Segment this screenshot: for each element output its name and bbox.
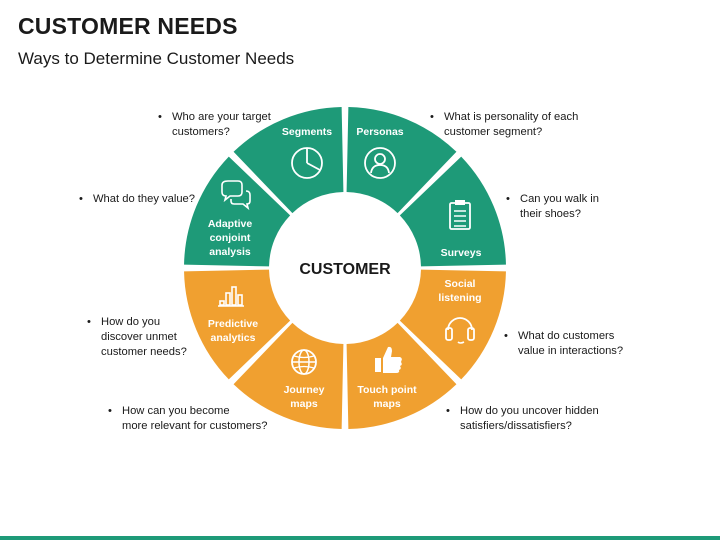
note-adaptive: • What do they value? bbox=[79, 193, 195, 205]
pie-chart-icon bbox=[291, 147, 323, 179]
clipboard-icon bbox=[449, 200, 471, 230]
thumbs-up-icon bbox=[375, 346, 402, 373]
headset-icon bbox=[445, 317, 475, 344]
center-label: CUSTOMER bbox=[299, 261, 391, 278]
segment-label-personas: Personas bbox=[356, 126, 403, 138]
segment-adaptive-conjoint-analysis bbox=[184, 156, 291, 267]
globe-icon bbox=[291, 349, 317, 375]
segment-label-segments: Segments bbox=[282, 126, 332, 138]
note-adaptive-text: What do they value? bbox=[93, 193, 195, 205]
segment-social-listening bbox=[399, 269, 506, 380]
bar-chart-icon bbox=[218, 286, 244, 307]
segment-touch-point-maps bbox=[346, 322, 457, 429]
segment-label-surveys: Surveys bbox=[441, 247, 482, 259]
segment-personas bbox=[346, 107, 457, 214]
page-subtitle: Ways to Determine Customer Needs bbox=[18, 49, 295, 68]
segment-predictive-analytics bbox=[184, 269, 291, 380]
page-title: CUSTOMER NEEDS bbox=[18, 13, 238, 39]
person-icon bbox=[364, 147, 396, 179]
bottom-accent-bar bbox=[0, 536, 720, 540]
segment-surveys bbox=[399, 156, 506, 267]
segment-segments bbox=[233, 107, 344, 214]
segment-journey-maps bbox=[233, 322, 344, 429]
chat-bubbles-icon bbox=[221, 180, 251, 211]
